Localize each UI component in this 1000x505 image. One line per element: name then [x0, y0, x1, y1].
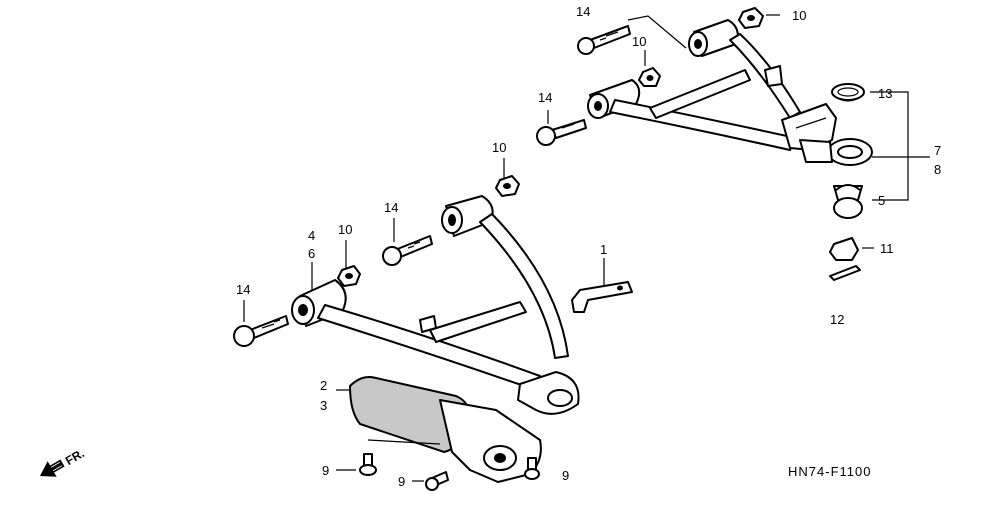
callout-6: 6 [308, 246, 315, 261]
bolt-9-right [524, 457, 540, 480]
bolt-lower-rear [233, 315, 289, 347]
ball-joint-5 [833, 184, 863, 219]
bolt-lower-front [382, 235, 433, 266]
callout-9-left: 9 [322, 463, 329, 478]
callout-10-lower: 10 [338, 222, 352, 237]
nut-upper-b [638, 67, 661, 87]
callout-5: 5 [878, 193, 885, 208]
castle-nut-11 [829, 237, 859, 261]
callout-labels: 14 10 10 14 13 7 8 5 10 14 10 4 6 14 1 1… [236, 4, 941, 489]
callout-10-top-mid: 10 [632, 34, 646, 49]
leader-lines [243, 14, 930, 482]
callout-9-right: 9 [562, 468, 569, 483]
callout-7: 7 [934, 143, 941, 158]
nut-lower-b [337, 265, 361, 287]
front-direction-indicator: FR. [40, 446, 87, 477]
upper-arm [587, 19, 873, 166]
callout-10-top-right: 10 [792, 8, 806, 23]
bolt-upper-front [577, 25, 631, 55]
nut-upper-a [738, 7, 764, 29]
bolt-9-mid [425, 471, 449, 491]
front-label: FR. [63, 446, 87, 468]
callout-14-upper-left: 14 [538, 90, 552, 105]
grommet-13 [831, 83, 865, 102]
callout-14-mid: 14 [384, 200, 398, 215]
bracket-1 [571, 281, 633, 313]
callout-2: 2 [320, 378, 327, 393]
callout-1: 1 [600, 242, 607, 257]
callout-3: 3 [320, 398, 327, 413]
callout-10-mid: 10 [492, 140, 506, 155]
callout-14-top: 14 [576, 4, 590, 19]
lower-arm [291, 195, 580, 415]
callout-9-mid: 9 [398, 474, 405, 489]
callout-4: 4 [308, 228, 315, 243]
callout-13: 13 [878, 86, 892, 101]
front-arrow-icon [40, 459, 65, 477]
callout-14-lower-left: 14 [236, 282, 250, 297]
bolt-9-left [359, 453, 377, 476]
callout-11: 11 [880, 241, 894, 256]
skid-plate [348, 376, 542, 483]
cotter-pin-12 [829, 265, 861, 281]
bolt-upper-rear [536, 119, 587, 146]
drawing-code: HN74-F1100 [788, 464, 871, 479]
callout-8: 8 [934, 162, 941, 177]
nut-lower-a [495, 175, 520, 197]
callout-12: 12 [830, 312, 844, 327]
